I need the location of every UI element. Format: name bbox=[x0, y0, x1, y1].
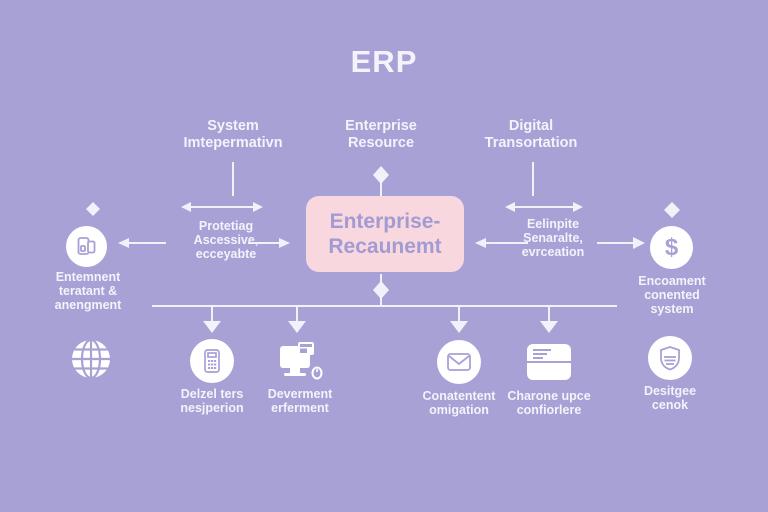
up-arrow-diamond-head bbox=[373, 166, 389, 184]
node-label-line: Deverment bbox=[267, 387, 333, 401]
globe-icon bbox=[70, 338, 112, 380]
bottom-node-1-label: Delzel ters nesjperion bbox=[152, 387, 272, 415]
right-node-label: Encoament conented system bbox=[612, 274, 732, 316]
down-arrowhead-1 bbox=[203, 321, 221, 333]
node-label-line: Delzel ters bbox=[180, 387, 244, 401]
node-label-line: erferment bbox=[271, 401, 329, 415]
arrowhead-to-box-right bbox=[475, 238, 486, 248]
document-phone-icon bbox=[77, 236, 95, 255]
bottom-node-5-label: Desitgee cenok bbox=[610, 384, 730, 412]
down-arrowhead-4 bbox=[540, 321, 558, 333]
node-label-line: Conatentent bbox=[422, 389, 496, 403]
flow-text-line: evrceation bbox=[521, 245, 585, 259]
mail-icon bbox=[447, 353, 471, 371]
arrowhead-to-box-left bbox=[279, 238, 290, 248]
left-flow-text: Protetiag Ascessive, ecceyabte bbox=[166, 219, 286, 261]
computer-icon bbox=[276, 340, 326, 384]
node-label-line: Charone upce bbox=[507, 389, 591, 403]
flow-text-line: Senaralte, bbox=[523, 231, 583, 245]
branch-label-line: Enterprise bbox=[345, 118, 417, 134]
bottom-node-4-label: Charone upce confiorlere bbox=[487, 389, 611, 417]
flow-text-line: ecceyabte bbox=[195, 247, 257, 261]
bottom-node-5-circle bbox=[648, 336, 692, 380]
node-label-line: confiorlere bbox=[516, 403, 582, 417]
browser-card-icon bbox=[525, 342, 573, 382]
node-label-line: system bbox=[650, 302, 694, 316]
node-label-line: anengment bbox=[54, 298, 122, 312]
left-double-arrowhead-w bbox=[181, 202, 191, 212]
page-title: ERP bbox=[350, 44, 418, 79]
dollar-icon: $ bbox=[664, 233, 679, 261]
right-diamond-icon bbox=[664, 202, 680, 218]
down-arrowhead-3 bbox=[450, 321, 468, 333]
bottom-node-3-circle bbox=[437, 340, 481, 384]
node-label-line: cenok bbox=[651, 398, 689, 412]
branch-label-line: Transortation bbox=[484, 135, 578, 151]
flow-text-line: Eelinpite bbox=[526, 217, 580, 231]
arrowhead-to-left-node bbox=[118, 238, 129, 248]
shield-icon bbox=[660, 346, 680, 371]
left-node-circle bbox=[66, 226, 107, 267]
branch-label-line: Resource bbox=[347, 135, 415, 151]
node-label-line: omigation bbox=[429, 403, 489, 417]
branch-label-line: Digital bbox=[508, 118, 554, 134]
bottom-node-3-label: Conatentent omigation bbox=[399, 389, 519, 417]
right-flow-text: Eelinpite Senaralte, evrceation bbox=[493, 217, 613, 259]
node-label-line: Entemnent bbox=[55, 270, 121, 284]
branch-label-enterprise-resource: Enterprise Resource bbox=[296, 118, 466, 152]
down-diamond-head bbox=[373, 281, 389, 299]
bottom-node-2-label: Deverment erferment bbox=[240, 387, 360, 415]
right-double-arrowhead-e bbox=[573, 202, 583, 212]
node-label-line: conented bbox=[644, 288, 700, 302]
bottom-node-1-circle bbox=[190, 339, 234, 383]
left-node-label: Entemnent teratant & anengment bbox=[28, 270, 148, 312]
branch-label-line: Imtepermativn bbox=[183, 135, 283, 151]
central-box-line: Enterprise- bbox=[329, 210, 441, 233]
flow-text-line: Protetiag bbox=[198, 219, 254, 233]
down-arrowhead-2 bbox=[288, 321, 306, 333]
central-box-line: Recaunemt bbox=[328, 235, 442, 258]
arrowhead-to-dollar bbox=[633, 237, 645, 249]
left-double-arrowhead-e bbox=[253, 202, 263, 212]
flow-text-line: Ascessive, bbox=[193, 233, 259, 247]
node-label-line: Encoament bbox=[638, 274, 706, 288]
branch-label-system-integration: System Imtepermativn bbox=[148, 118, 318, 152]
node-label-line: Desitgee bbox=[643, 384, 697, 398]
node-label-line: nesjperion bbox=[180, 401, 244, 415]
dollar-node-circle: $ bbox=[650, 226, 693, 269]
calculator-icon bbox=[204, 349, 220, 373]
left-diamond-icon bbox=[86, 202, 100, 216]
node-label-line: teratant & bbox=[58, 284, 118, 298]
right-double-arrowhead-w bbox=[505, 202, 515, 212]
branch-label-digital-transformation: Digital Transortation bbox=[446, 118, 616, 152]
branch-label-line: System bbox=[207, 118, 259, 134]
central-erp-box: Enterprise- Recaunemt bbox=[306, 196, 464, 272]
